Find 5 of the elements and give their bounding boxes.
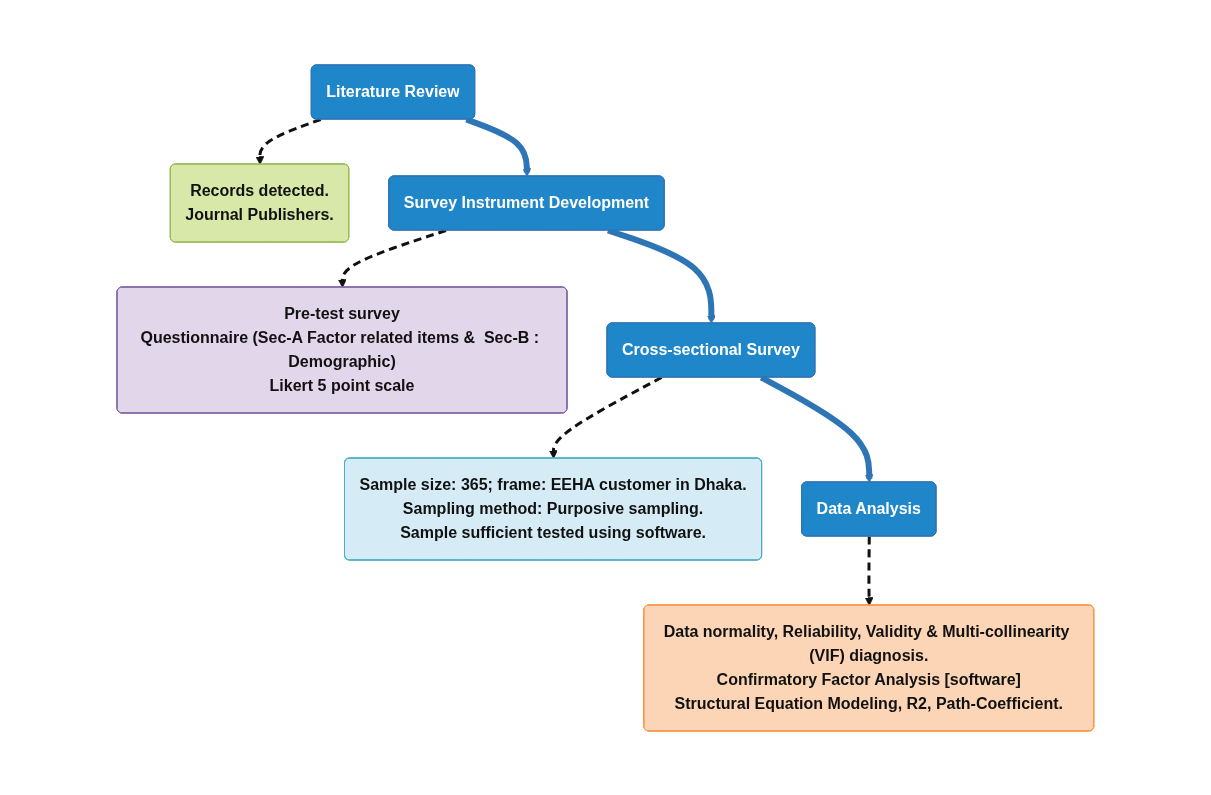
arrow [864,535,874,606]
arrow [549,375,663,459]
arrow [338,228,447,288]
arrow [465,116,532,177]
arrow [255,117,322,165]
